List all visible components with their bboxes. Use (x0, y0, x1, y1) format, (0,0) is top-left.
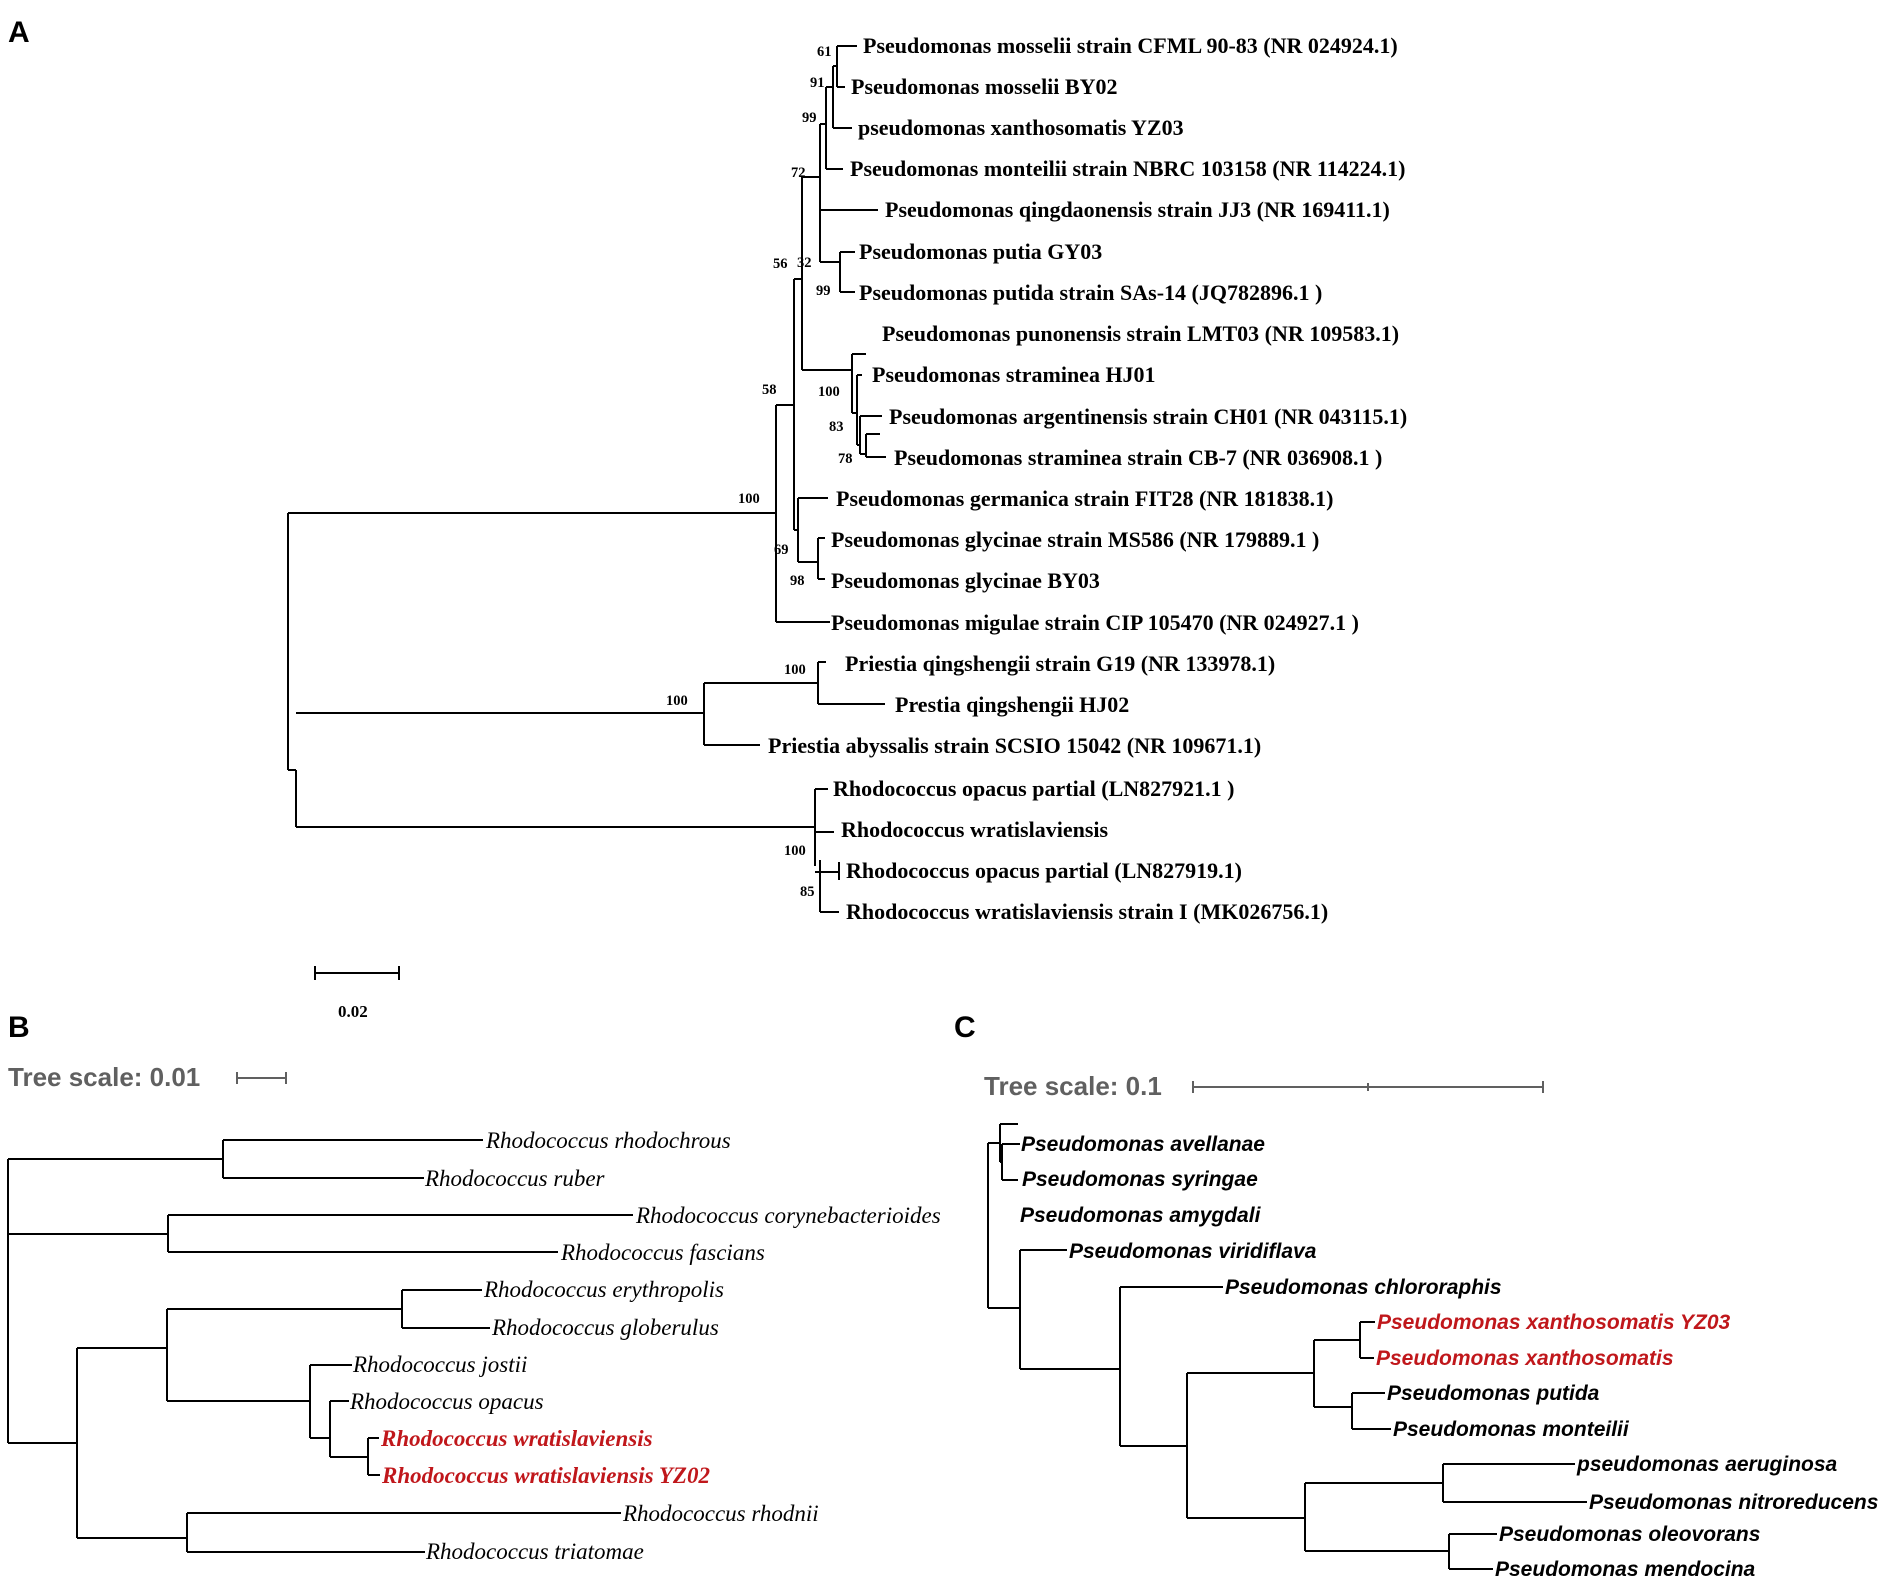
leaf-label: Pseudomonas straminea strain CB-7 (NR 03… (894, 445, 1382, 470)
panel-a-bootstrap-values: 61 91 99 72 32 99 56 100 83 78 58 100 69… (666, 44, 853, 900)
leaf-label: Pseudomonas mosselii strain CFML 90-83 (… (863, 33, 1398, 58)
bootstrap-value: 61 (817, 44, 832, 60)
scale-bar-label: 0.02 (338, 1002, 368, 1021)
leaf-label: Pseudomonas straminea HJ01 (872, 362, 1156, 387)
leaf-label: Pseudomonas nitroreducens (1589, 1491, 1878, 1514)
leaf-label: Pseudomonas mosselii BY02 (851, 74, 1117, 99)
bootstrap-value: 91 (810, 75, 825, 91)
leaf-label: Pseudomonas qingdaonensis strain JJ3 (NR… (885, 197, 1390, 222)
leaf-label: Priestia abyssalis strain SCSIO 15042 (N… (768, 733, 1261, 758)
leaf-label-highlighted: Rhodococcus wratislaviensis YZ02 (381, 1463, 710, 1488)
leaf-label: Rhodococcus opacus (349, 1389, 544, 1414)
leaf-label: Rhodococcus wratislaviensis strain I (MK… (846, 899, 1328, 924)
leaf-label: pseudomonas aeruginosa (1576, 1453, 1838, 1476)
leaf-label: Pseudomonas migulae strain CIP 105470 (N… (831, 610, 1359, 635)
bootstrap-value: 83 (829, 419, 844, 435)
leaf-label: Rhodococcus opacus partial (LN827921.1 ) (833, 776, 1235, 801)
panel-b-branches (7, 1139, 633, 1553)
leaf-label: Pseudomonas argentinensis strain CH01 (N… (889, 404, 1407, 429)
leaf-label: Rhodococcus globerulus (491, 1315, 719, 1340)
tree-scale-label: Tree scale: 0.1 (984, 1071, 1162, 1101)
leaf-label: Rhodococcus ruber (424, 1166, 606, 1191)
leaf-label: Pseudomonas oleovorans (1499, 1523, 1760, 1546)
panel-a-scale-bar: 0.02 (314, 966, 400, 1021)
bootstrap-value: 72 (791, 165, 806, 181)
bootstrap-value: 100 (738, 491, 760, 507)
bootstrap-value: 32 (797, 255, 812, 271)
leaf-label: Priestia qingshengii strain G19 (NR 1339… (845, 651, 1275, 676)
bootstrap-value: 100 (666, 693, 688, 709)
bootstrap-value: 56 (773, 256, 788, 272)
leaf-label: Pseudomonas mendocina (1495, 1558, 1756, 1581)
bootstrap-value: 99 (816, 283, 831, 299)
leaf-label: Pseudomonas syringae (1022, 1168, 1258, 1191)
bootstrap-value: 100 (784, 843, 806, 859)
leaf-label: Pseudomonas putida (1387, 1382, 1600, 1405)
leaf-label: Pseudomonas monteilii strain NBRC 103158… (850, 156, 1406, 181)
panel-a-letter: A (8, 16, 30, 49)
bootstrap-value: 78 (838, 451, 853, 467)
tree-scale-label: Tree scale: 0.01 (8, 1062, 200, 1092)
panel-c-letter: C (954, 1011, 976, 1044)
leaf-label: pseudomonas xanthosomatis YZ03 (858, 115, 1184, 140)
leaf-label: Pseudomonas putia GY03 (859, 239, 1102, 264)
leaf-label: Pseudomonas avellanae (1021, 1133, 1265, 1156)
bootstrap-value: 100 (818, 384, 840, 400)
bootstrap-value: 69 (774, 542, 789, 558)
leaf-label: Pseudomonas germanica strain FIT28 (NR 1… (836, 486, 1333, 511)
bootstrap-value: 98 (790, 573, 805, 589)
leaf-label-highlighted: Rhodococcus wratislaviensis (380, 1426, 653, 1451)
tree-scale-bar (236, 1072, 287, 1084)
leaf-label: Pseudomonas glycinae BY03 (831, 568, 1100, 593)
leaf-label: Rhodococcus triatomae (425, 1539, 644, 1564)
leaf-label: Rhodococcus wratislaviensis (841, 817, 1109, 842)
leaf-label: Pseudomonas putida strain SAs-14 (JQ7828… (859, 280, 1322, 305)
leaf-label: Pseudomonas punonensis strain LMT03 (NR … (882, 321, 1399, 346)
leaf-label: Pseudomonas amygdali (1020, 1204, 1262, 1227)
bootstrap-value: 99 (802, 110, 817, 126)
panel-b-letter: B (8, 1011, 30, 1044)
panel-a-leaf-labels: Pseudomonas mosselii strain CFML 90-83 (… (768, 33, 1407, 924)
leaf-label: Prestia qingshengii HJ02 (895, 692, 1129, 717)
bootstrap-value: 100 (784, 662, 806, 678)
leaf-label-highlighted: Pseudomonas xanthosomatis (1376, 1347, 1674, 1370)
leaf-label: Pseudomonas viridiflava (1069, 1240, 1317, 1263)
leaf-label: Rhodococcus erythropolis (483, 1277, 724, 1302)
leaf-label: Rhodococcus jostii (352, 1352, 527, 1377)
bootstrap-value: 85 (800, 884, 815, 900)
panel-b-leaf-labels: Rhodococcus rhodochrous Rhodococcus rube… (349, 1128, 941, 1564)
bootstrap-value: 58 (762, 382, 777, 398)
leaf-label: Rhodococcus opacus partial (LN827919.1) (846, 858, 1242, 883)
panel-b: B Tree scale: 0.01 (7, 1011, 941, 1564)
leaf-label: Rhodococcus rhodnii (622, 1501, 819, 1526)
panel-c-branches (987, 1123, 1587, 1570)
panel-c-leaf-labels: Pseudomonas avellanae Pseudomonas syring… (1020, 1133, 1878, 1581)
leaf-label-highlighted: Pseudomonas xanthosomatis YZ03 (1377, 1311, 1731, 1334)
panel-a: A (8, 16, 1407, 1021)
panel-c: C Tree scale: 0.1 (954, 1011, 1878, 1581)
tree-scale-bar (1192, 1081, 1544, 1093)
panel-a-branches (287, 45, 886, 913)
leaf-label: Rhodococcus rhodochrous (485, 1128, 731, 1153)
leaf-label: Pseudomonas glycinae strain MS586 (NR 17… (831, 527, 1319, 552)
leaf-label: Rhodococcus fascians (560, 1240, 765, 1265)
leaf-label: Pseudomonas chlororaphis (1225, 1276, 1502, 1299)
leaf-label: Pseudomonas monteilii (1393, 1418, 1630, 1441)
leaf-label: Rhodococcus corynebacterioides (635, 1203, 941, 1228)
